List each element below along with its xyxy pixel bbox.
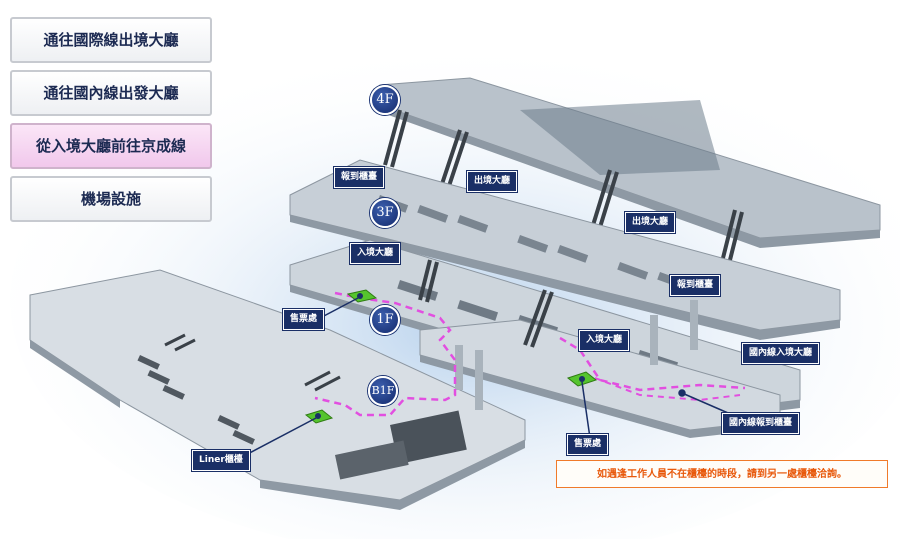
liner-counter-label: Liner櫃檯 [192,450,250,471]
floor-b1f-slab [29,269,526,510]
nav-facilities-button[interactable]: 機場設施 [10,176,212,222]
escalators-lower [418,259,554,348]
floor-3f-badge: 3F [370,198,400,228]
floor-b1f-badge: B1F [368,376,398,406]
nav-keisei-line-button[interactable]: 從入境大廳前往京成線 [10,123,212,169]
floor-4f-slab [379,77,881,248]
ticket-office-right-label: 售票處 [567,434,609,455]
floor-4f-badge: 4F [370,85,400,115]
arrival-hall-2f-label: 入境大廳 [350,243,401,264]
route-path [314,291,457,417]
departure-hall-left-label: 出境大廳 [467,171,518,192]
nav-domestic-departure-button[interactable]: 通往國內線出發大廳 [10,70,212,116]
domestic-arrival-hall-label: 國內線入境大廳 [742,343,820,364]
ticket-office-left-label: 售票處 [283,309,325,330]
nav-menu: 通往國際線出境大廳 通往國內線出發大廳 從入境大廳前往京成線 機場設施 [10,17,212,229]
ticket-marker-right [566,371,598,387]
checkin-counter-3f-label: 報到櫃臺 [334,167,385,188]
domestic-checkin-counter-label: 國內線報到櫃臺 [722,413,800,434]
arrival-hall-1f-label: 入境大廳 [579,330,630,351]
nav-international-departure-button[interactable]: 通往國際線出境大廳 [10,17,212,63]
checkin-counter-2f-label: 報到櫃臺 [670,275,721,296]
floor-1f-badge: 1F [370,305,400,335]
route-path-right [559,336,746,392]
staff-absence-notice: 如遇逢工作人員不在櫃檯的時段，請到另一處櫃檯洽詢。 [556,460,888,488]
departure-hall-right-label: 出境大廳 [625,212,676,233]
pillars [455,300,698,410]
